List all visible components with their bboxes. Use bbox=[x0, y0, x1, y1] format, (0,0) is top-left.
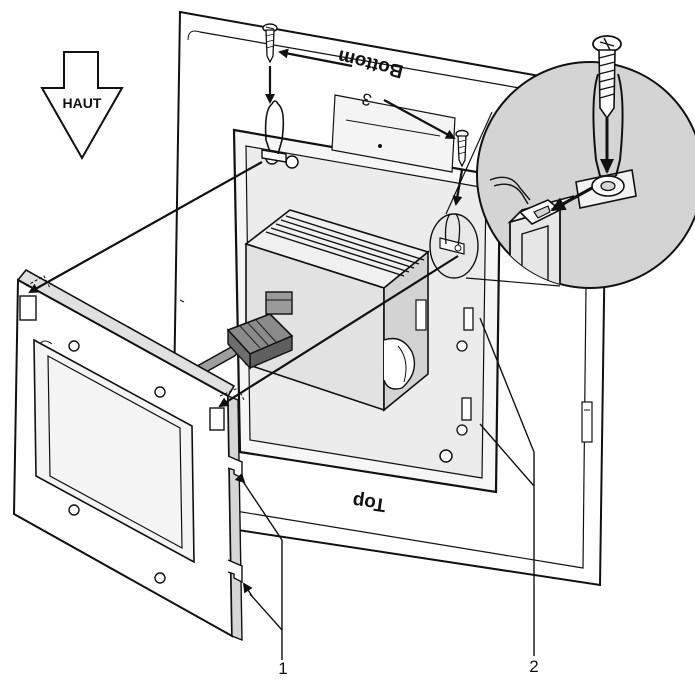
arrow-callout3-left bbox=[278, 48, 353, 68]
zoom-source-circle bbox=[429, 213, 479, 279]
arrow-callout3-right bbox=[383, 99, 456, 139]
screw-left bbox=[262, 23, 278, 64]
callout-3: 3 bbox=[360, 89, 374, 110]
arrow-screw-right-down bbox=[452, 169, 464, 206]
arrow-right-corner bbox=[218, 255, 459, 408]
zoom-arrow-left bbox=[550, 186, 593, 212]
zoom-detail bbox=[476, 35, 695, 289]
arrow-top-left-corner bbox=[28, 161, 263, 293]
haut-label: HAUT bbox=[63, 95, 102, 111]
callout-2: 2 bbox=[529, 657, 538, 676]
callout-1-leaders bbox=[234, 472, 283, 660]
up-direction-arrow: HAUT bbox=[40, 51, 124, 161]
assembly-arrows bbox=[28, 48, 464, 408]
mounting-bracket bbox=[12, 268, 245, 642]
screw-right bbox=[455, 129, 469, 168]
wire-clip-left bbox=[261, 100, 287, 163]
callout-1: 1 bbox=[278, 659, 287, 678]
zoom-screw bbox=[592, 35, 622, 120]
callout-2-leaders bbox=[479, 317, 535, 656]
top-label: Top bbox=[351, 490, 387, 515]
